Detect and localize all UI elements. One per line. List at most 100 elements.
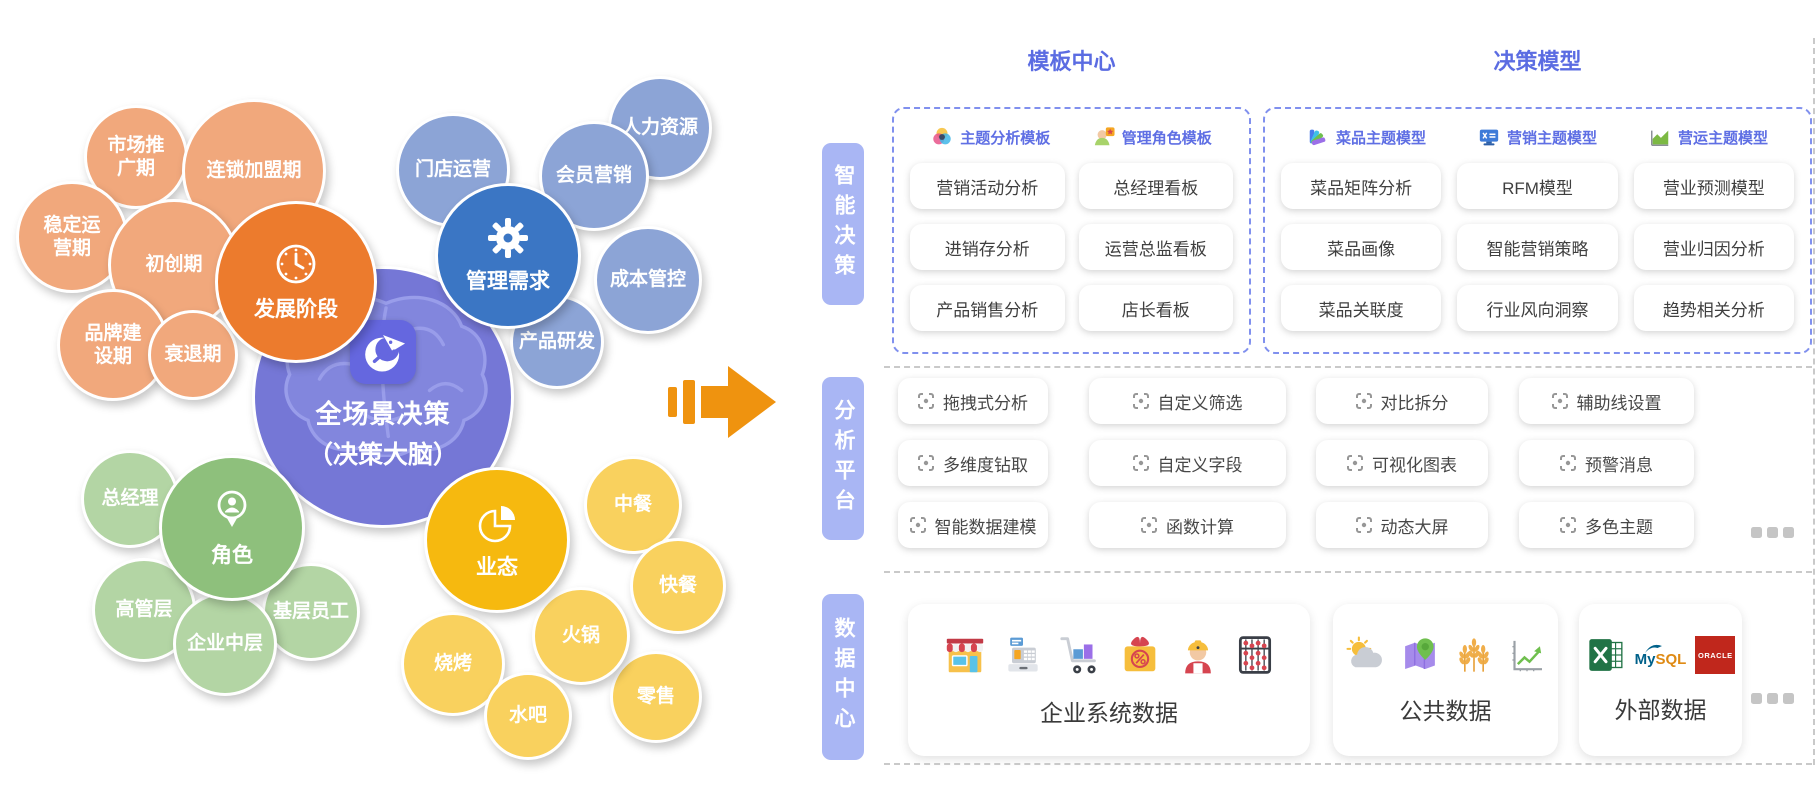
- subgroup-management-role-template: 管理角色模板: [1093, 126, 1212, 148]
- model-button: 营业归因分析: [1633, 224, 1794, 270]
- area-chart-icon: [1651, 130, 1669, 146]
- enterprise-system-data-card: 企业系统数据: [908, 604, 1310, 756]
- model-button: 菜品画像: [1281, 224, 1442, 270]
- flow-arrow: [668, 366, 776, 438]
- section-separator: [884, 571, 1812, 573]
- scan-focus-icon: [909, 517, 926, 533]
- abacus-icon: [1238, 636, 1271, 674]
- pie-chart-icon: [478, 506, 515, 543]
- scan-focus-icon: [1551, 393, 1568, 409]
- bubble-biz-chinese-food: 中餐: [584, 456, 682, 554]
- scan-focus-icon: [1141, 517, 1157, 533]
- analysis-feature-button: 拖拽式分析: [898, 378, 1048, 424]
- gear-icon: [488, 218, 528, 258]
- analysis-feature-button: 动态大屏: [1316, 502, 1488, 548]
- mgmt-main-label: 管理需求: [466, 270, 550, 293]
- right-boundary-dashed-line: [1813, 38, 1815, 765]
- person-pin-icon: [217, 490, 247, 527]
- template-button: 产品销售分析: [910, 285, 1065, 331]
- trend-chart-icon: [1512, 640, 1542, 672]
- map-pin-icon: [1405, 638, 1435, 669]
- analysis-feature-button: 对比拆分: [1316, 378, 1488, 424]
- color-fan-icon: [1309, 129, 1326, 146]
- data-card-label: 公共数据: [1399, 698, 1492, 724]
- section-badge-data-center: 数据中心: [822, 594, 864, 760]
- analysis-feature-button: 多色主题: [1519, 502, 1694, 548]
- template-button: 店长看板: [1078, 285, 1233, 331]
- biz-main-label: 业态: [476, 556, 518, 579]
- template-button: 运营总监看板: [1078, 224, 1233, 270]
- analysis-feature-button: 可视化图表: [1316, 440, 1488, 486]
- decision-models-box: 菜品主题模型 营销主题模型 营运主题模型 菜品矩阵分析 RFM模型 营业预测模型…: [1263, 107, 1812, 354]
- scan-focus-icon: [1347, 455, 1363, 471]
- cash-register-icon: [1007, 637, 1038, 672]
- subgroup-marketing-theme-model: 营销主题模型: [1478, 126, 1597, 148]
- bubble-mgmt-cost-control: 成本管控: [594, 226, 702, 334]
- model-button: 趋势相关分析: [1633, 285, 1794, 331]
- bubble-main-business-types: 业态: [424, 467, 570, 613]
- analysis-feature-button: 函数计算: [1089, 502, 1286, 548]
- worker-icon: [1184, 640, 1211, 674]
- analysis-feature-button: 智能数据建模: [898, 502, 1048, 548]
- template-button: 进销存分析: [910, 224, 1065, 270]
- subgroup-operations-theme-model: 营运主题模型: [1649, 126, 1768, 148]
- subgroup-theme-analysis-template: 主题分析模板: [931, 126, 1050, 148]
- model-button: 行业风向洞察: [1457, 285, 1618, 331]
- models-column-header: 决策模型: [1493, 49, 1582, 74]
- wheat-icon: [1459, 638, 1489, 672]
- scan-focus-icon: [1132, 455, 1149, 471]
- bubble-main-roles: 角色: [159, 455, 305, 601]
- scan-focus-icon: [918, 393, 934, 409]
- analysis-feature-button: 多维度钻取: [898, 440, 1048, 486]
- excel-icon: [1588, 639, 1623, 671]
- shopping-cart-icon: [1059, 637, 1096, 674]
- template-button: 总经理看板: [1078, 163, 1233, 209]
- bubble-stage-decline: 衰退期: [148, 310, 238, 400]
- scan-focus-icon: [918, 455, 934, 471]
- data-card-label: 企业系统数据: [1040, 700, 1178, 726]
- templates-column-header: 模板中心: [1027, 49, 1116, 74]
- clock-icon: [276, 244, 316, 284]
- public-data-card: 公共数据: [1333, 604, 1558, 756]
- center-label-line1: 全场景决策: [315, 398, 451, 429]
- analysis-feature-button: 自定义筛选: [1089, 378, 1286, 424]
- monitor-icon: [1479, 129, 1499, 146]
- role-main-label: 角色: [211, 544, 253, 567]
- bubble-biz-retail: 零售: [610, 651, 702, 743]
- model-button: 营业预测模型: [1633, 163, 1794, 209]
- model-button: 菜品关联度: [1281, 285, 1442, 331]
- bubble-biz-hotpot: 火锅: [532, 587, 630, 685]
- model-button: 菜品矩阵分析: [1281, 163, 1442, 209]
- scan-focus-icon: [1355, 517, 1372, 533]
- bubble-role-middle-mgmt: 企业中层: [173, 592, 277, 696]
- section-badge-intelligent-decision: 智能决策: [822, 143, 864, 305]
- template-center-box: 主题分析模板 管理角色模板 营销活动分析 总经理看板 进销存分析 运营总监看板 …: [892, 107, 1251, 354]
- center-label-line2: （决策大脑）: [307, 440, 458, 469]
- analysis-feature-button: 自定义字段: [1089, 440, 1286, 486]
- scan-focus-icon: [1560, 455, 1576, 471]
- data-card-label: 外部数据: [1614, 697, 1707, 723]
- scan-focus-icon: [1560, 517, 1576, 533]
- section-badge-analysis-platform: 分析平台: [822, 377, 864, 540]
- analysis-feature-button: 预警消息: [1519, 440, 1694, 486]
- bubble-main-management-needs: 管理需求: [435, 183, 581, 329]
- scan-focus-icon: [1132, 393, 1149, 409]
- storefront-icon: [946, 638, 983, 673]
- scan-focus-icon: [1355, 393, 1372, 409]
- weather-icon: [1346, 636, 1382, 668]
- subgroup-dish-theme-model: 菜品主题模型: [1307, 126, 1426, 148]
- stage-main-label: 发展阶段: [254, 298, 338, 321]
- model-button: RFM模型: [1457, 163, 1618, 209]
- bubble-biz-drinks: 水吧: [484, 672, 572, 760]
- section-separator: [884, 366, 1812, 368]
- oracle-icon: ORACLE: [1695, 636, 1736, 674]
- discount-gift-icon: [1124, 636, 1155, 672]
- section-separator: [884, 763, 1812, 765]
- model-button: 智能营销策略: [1457, 224, 1618, 270]
- bubble-main-development-stage: 发展阶段: [215, 201, 377, 363]
- bubble-biz-fast-food: 快餐: [630, 538, 726, 634]
- analysis-feature-button: 辅助线设置: [1519, 378, 1694, 424]
- more-ellipsis-icon: [1751, 693, 1794, 704]
